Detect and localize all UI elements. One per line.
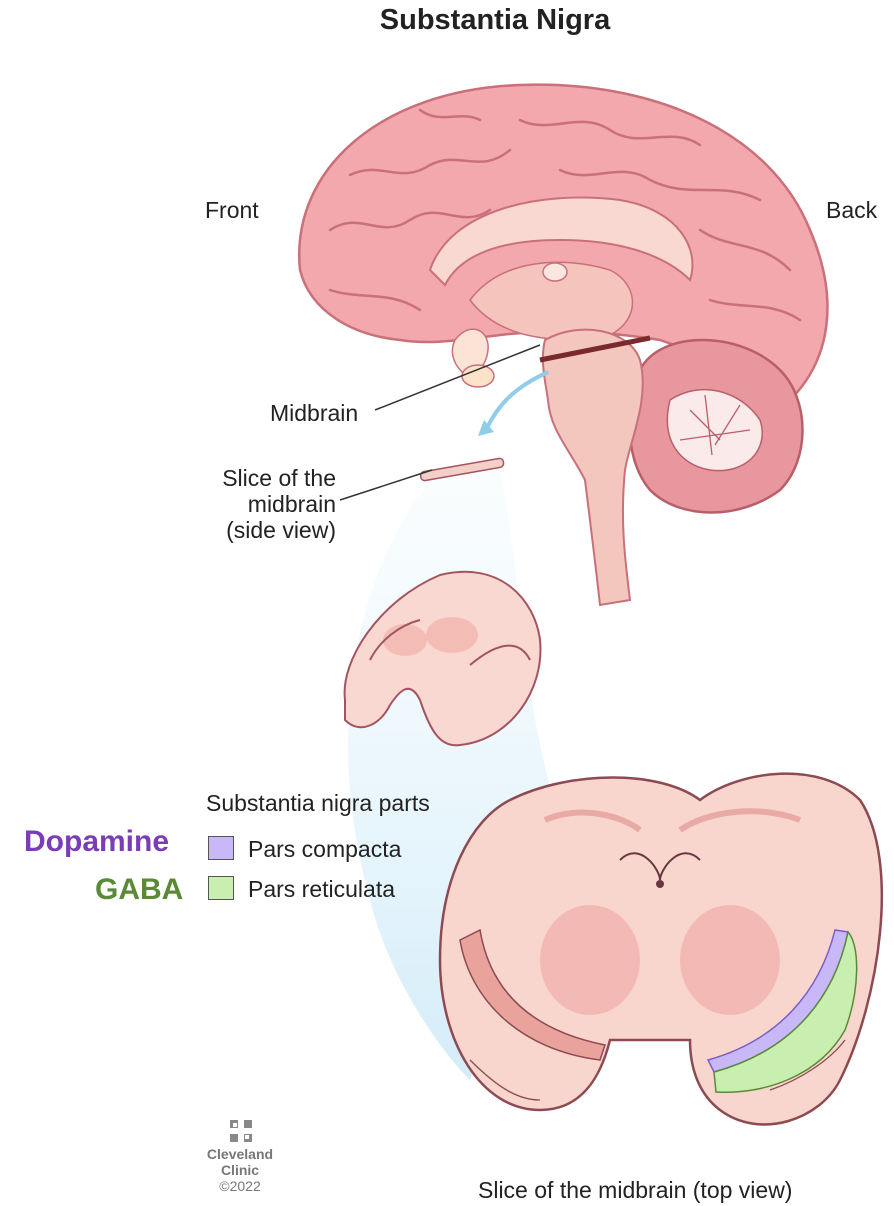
label-slice-side: Slice of the midbrain (side view) — [206, 465, 336, 543]
cleveland-clinic-icon — [230, 1120, 252, 1142]
legend-swatch-pars-compacta — [208, 836, 234, 860]
label-back: Back — [826, 197, 877, 223]
label-slice-top: Slice of the midbrain (top view) — [478, 1177, 792, 1203]
neurotransmitter-gaba: GABA — [95, 873, 183, 907]
logo-line1: Cleveland — [200, 1146, 280, 1162]
label-front: Front — [205, 197, 259, 223]
neurotransmitter-dopamine: Dopamine — [24, 825, 169, 859]
legend-label-pars-reticulata: Pars reticulata — [248, 876, 395, 902]
legend-heading: Substantia nigra parts — [206, 790, 430, 816]
legend-swatch-pars-reticulata — [208, 876, 234, 900]
slice-arrow — [486, 372, 548, 430]
label-slice-side-line2: midbrain — [206, 491, 336, 517]
label-slice-side-line1: Slice of the — [206, 465, 336, 491]
logo-line3: ©2022 — [200, 1178, 280, 1194]
page-title: Substantia Nigra — [0, 4, 894, 37]
brainstem — [543, 330, 643, 605]
logo-line2: Clinic — [200, 1162, 280, 1178]
label-midbrain: Midbrain — [270, 400, 358, 426]
midbrain-slice-top-view — [440, 774, 882, 1125]
legend-label-pars-compacta: Pars compacta — [248, 836, 401, 862]
label-slice-side-line3: (side view) — [206, 517, 336, 543]
cleveland-clinic-logo: Cleveland Clinic ©2022 — [200, 1146, 280, 1194]
